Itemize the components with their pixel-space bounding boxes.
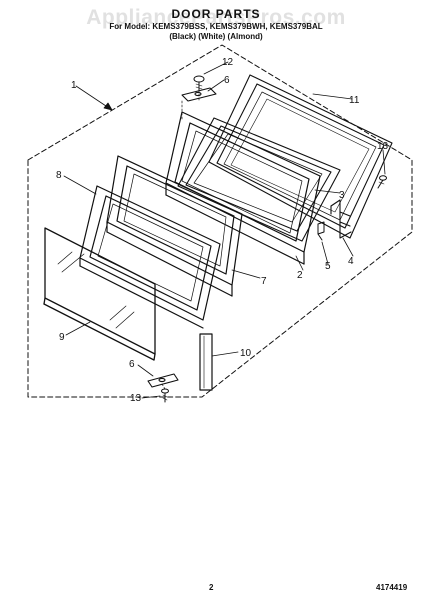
callout-8: 8: [56, 170, 62, 181]
callout-11: 11: [349, 95, 360, 106]
model-numbers: For Model: KEMS379BSS, KEMS379BWH, KEMS3…: [109, 22, 323, 31]
callout-1: 1: [71, 80, 77, 91]
part-4-latch-bracket: [330, 199, 352, 239]
part-6-hinge-top: [181, 87, 217, 102]
part-10-trim-strip: [199, 333, 213, 391]
callout-4: 4: [348, 256, 354, 267]
page-number: 2: [209, 583, 214, 592]
assembly-boundary: [27, 44, 413, 398]
document-part-number: 4174419: [376, 583, 408, 592]
part-3-inner-frame: [177, 117, 341, 242]
callout-12: 12: [222, 57, 234, 68]
part-6-hinge-bottom: [147, 373, 179, 388]
callout-6-top: 6: [224, 75, 230, 86]
watermark: AppliancePartsPros.com: [86, 6, 346, 29]
callout-13-right: 13: [377, 141, 389, 152]
part-13-screw-right: [377, 175, 387, 189]
callout-2: 2: [297, 270, 303, 281]
page-title: DOOR PARTS: [171, 7, 261, 21]
part-9-outer-glass: [43, 227, 156, 361]
part-11-back-panel: [208, 74, 393, 239]
callout-13-bottom: 13: [130, 393, 142, 404]
part-5-clip: [317, 221, 325, 241]
callout-7: 7: [261, 276, 267, 287]
callout-5: 5: [325, 261, 331, 272]
callout-3: 3: [339, 190, 345, 201]
model-colors: (Black) (White) (Almond): [169, 32, 263, 41]
callout-10: 10: [240, 348, 252, 359]
part-12-screw: [193, 75, 205, 91]
callout-labels: 1 12 6 11 13 3 4 5 2 7 8 9 10 6 13: [56, 57, 389, 404]
part-13-screw-bottom: [161, 388, 169, 403]
part-8-window-frame: [79, 185, 221, 329]
leader-lines: [63, 61, 386, 399]
callout-9: 9: [59, 332, 65, 343]
callout-6-bottom: 6: [129, 359, 135, 370]
